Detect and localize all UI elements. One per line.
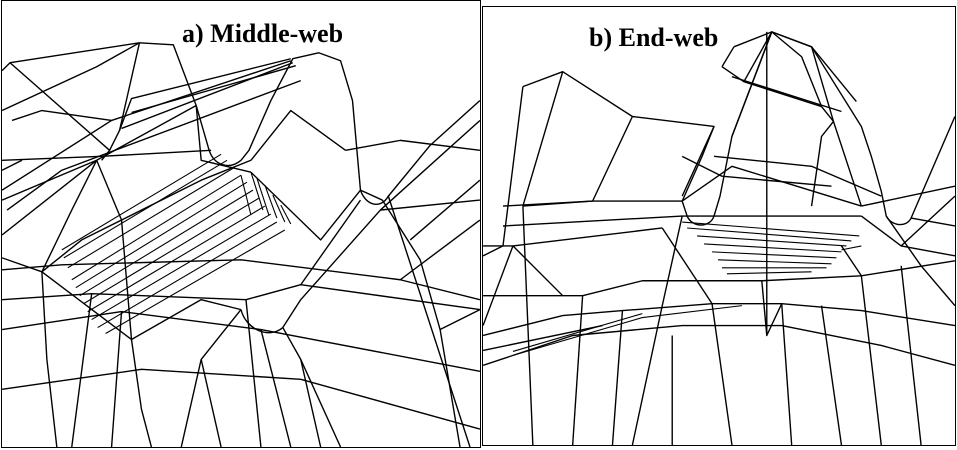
panel-b-caption: b) End-web: [585, 23, 723, 53]
panel-middle-web: a) Middle-web: [1, 0, 481, 448]
panel-a-caption: a) Middle-web: [178, 19, 348, 49]
middle-web-mesh-drawing: [2, 42, 480, 447]
end-web-mesh-drawing: [483, 31, 955, 445]
panel-end-web: b) End-web: [482, 6, 956, 446]
